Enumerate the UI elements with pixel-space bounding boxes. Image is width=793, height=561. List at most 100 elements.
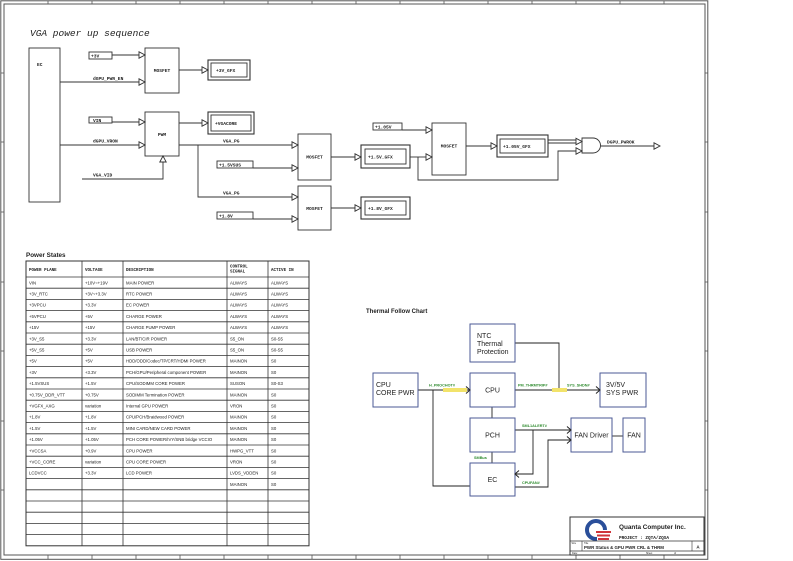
port-arrow-icon	[138, 118, 146, 126]
power-output-inner	[364, 200, 407, 216]
table-cell: +5VPCU	[29, 314, 46, 319]
block-text: CORE PWR	[376, 390, 415, 397]
signal-text: VGA_VID	[93, 173, 113, 179]
table-cell: ALWAYS	[271, 303, 288, 308]
signal-text: dGPU_PWR_EN	[93, 76, 124, 82]
highlight-marker	[443, 388, 467, 392]
inner-border	[3, 3, 706, 556]
signal-label: H_PROCHOT#	[429, 384, 456, 388]
signal-text: dGPU_VRON	[93, 139, 118, 145]
highlight-marker	[552, 388, 567, 392]
net-label-1-05v	[372, 122, 403, 131]
table-cell: S0	[271, 437, 277, 442]
arrow-head-icon	[566, 426, 572, 434]
signal-text: VGA_PG	[223, 191, 240, 197]
net-text: +1.5VSUS	[219, 163, 241, 169]
table-cell: S0-S3	[271, 381, 284, 386]
mosfet-label: MOSFET	[306, 206, 323, 212]
table-cell: S0	[271, 359, 277, 364]
table-cell: S0-S5	[271, 336, 284, 341]
table-cell: +VCC_CORE	[29, 460, 56, 465]
signal-label: SML1ALERT#	[522, 424, 548, 428]
block-text: Thermal	[477, 341, 503, 348]
table-cell: +15V	[85, 325, 95, 330]
port-arrow-icon	[291, 215, 299, 223]
signal-label: SMBus	[474, 456, 487, 460]
pwm-label: PWM	[158, 132, 167, 138]
cpu-core-pwr-block	[372, 372, 419, 408]
signal-label: PM_THRMTRIP#	[518, 384, 548, 388]
port-arrow-icon	[138, 141, 146, 149]
port-arrow-icon	[159, 155, 167, 163]
sheet-caption: Sheet	[646, 552, 653, 555]
mosfet-block	[297, 133, 332, 181]
table-cell: +3.3V	[85, 471, 96, 476]
vga-power-sequence: VGA power up sequence EC	[28, 28, 661, 231]
power-output-inner	[210, 62, 248, 78]
ec-block	[28, 47, 61, 203]
fan-block	[622, 417, 646, 453]
table-cell: +5V	[85, 359, 93, 364]
table-cell: +5V_S5	[29, 348, 45, 353]
column-header: DESCRIPTION	[126, 269, 154, 273]
thermal-follow-chart: Thermal Follow Chart NTC Thermal Protect…	[366, 309, 647, 497]
signal-label: SYS_SHDN#	[567, 384, 590, 388]
table-cell: SODIMM Termination POWER	[126, 392, 184, 397]
power-output-inner	[364, 148, 407, 165]
table-cell: +5V	[85, 314, 93, 319]
net-text: +1.05V_GFX	[503, 144, 531, 150]
mosfet-block	[297, 185, 332, 231]
table-cell: +0.75V_DDR_VTT	[29, 392, 65, 397]
table-cell: Internal GPU POWER	[126, 404, 168, 409]
logo-stripe-icon	[596, 531, 611, 533]
table-cell: +1.8V	[85, 415, 96, 420]
block-text: SYS PWR	[606, 390, 638, 397]
table-cell: ALWAYS	[230, 314, 247, 319]
port-arrows	[138, 51, 661, 223]
thermal-arrows	[465, 386, 601, 478]
logo-stripe-icon	[598, 538, 609, 540]
table-cell: +5V	[85, 348, 93, 353]
cpu-block	[469, 372, 516, 408]
arrow-head-icon	[595, 386, 601, 394]
table-cell: S0	[271, 426, 277, 431]
table-cell: S0	[271, 448, 277, 453]
table-cell: +VGFX_AXG	[29, 404, 55, 409]
company-name: Quanta Computer Inc.	[619, 524, 686, 531]
port-arrow-icon	[138, 78, 146, 86]
mosfet-block	[144, 47, 180, 94]
table-cell: +3V~+3.3V	[85, 292, 107, 297]
table-cell: CPU/SODIMM CORE POWER	[126, 381, 185, 386]
table-cell: LCDVCC	[29, 471, 47, 476]
wire	[82, 162, 164, 180]
table-cell: +1.05V	[29, 437, 43, 442]
of-caption: of	[674, 552, 676, 555]
table-cell: S0	[271, 404, 277, 409]
signal-text: DGPU_PWROK	[607, 140, 635, 146]
port-arrow-icon	[653, 142, 661, 150]
block-text: EC	[488, 477, 498, 484]
section-title: VGA power up sequence	[30, 28, 150, 39]
table-cell: ALWAYS	[271, 314, 288, 319]
port-arrow-icon	[490, 142, 498, 150]
net-label-1-8v	[216, 211, 254, 220]
table-cell: ALWAYS	[230, 280, 247, 285]
table-cell: +0.75V	[85, 392, 99, 397]
table-cell: +0.9V	[85, 448, 96, 453]
table-cell: MAINON	[230, 359, 247, 364]
mosfet-label: MOSFET	[154, 68, 171, 74]
sheet-frame	[0, 0, 709, 560]
table-cell: ALWAYS	[230, 325, 247, 330]
signal-text: VGA_PG	[223, 139, 240, 145]
